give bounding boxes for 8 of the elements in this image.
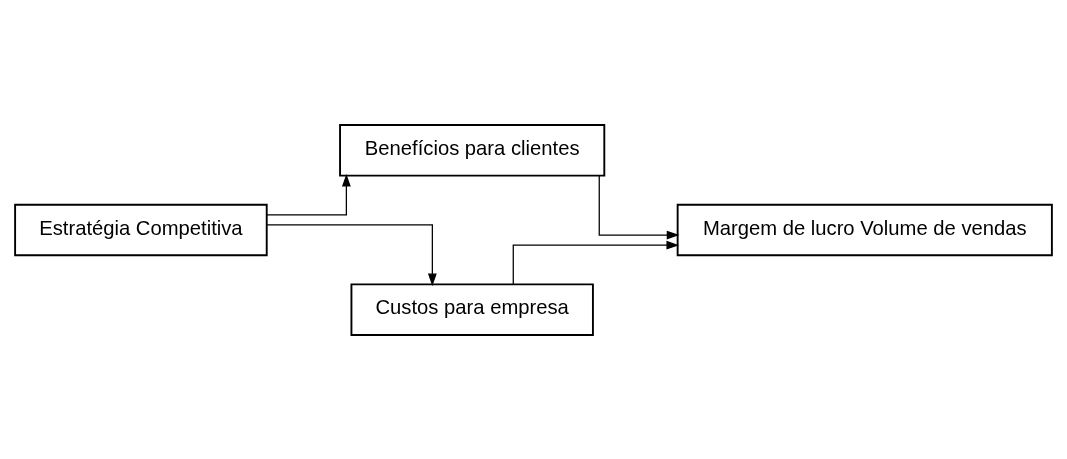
- node-box: Custos para empresa: [350, 282, 594, 336]
- arrow: [266, 173, 351, 215]
- node-box: Benefícios para clientes: [339, 123, 606, 177]
- arrow: [512, 240, 680, 285]
- arrow: [266, 223, 437, 286]
- node-box: Margem de lucro Volume de vendas: [676, 203, 1053, 256]
- node-box: Estratégia Competitiva: [14, 203, 268, 256]
- arrow: [598, 174, 680, 239]
